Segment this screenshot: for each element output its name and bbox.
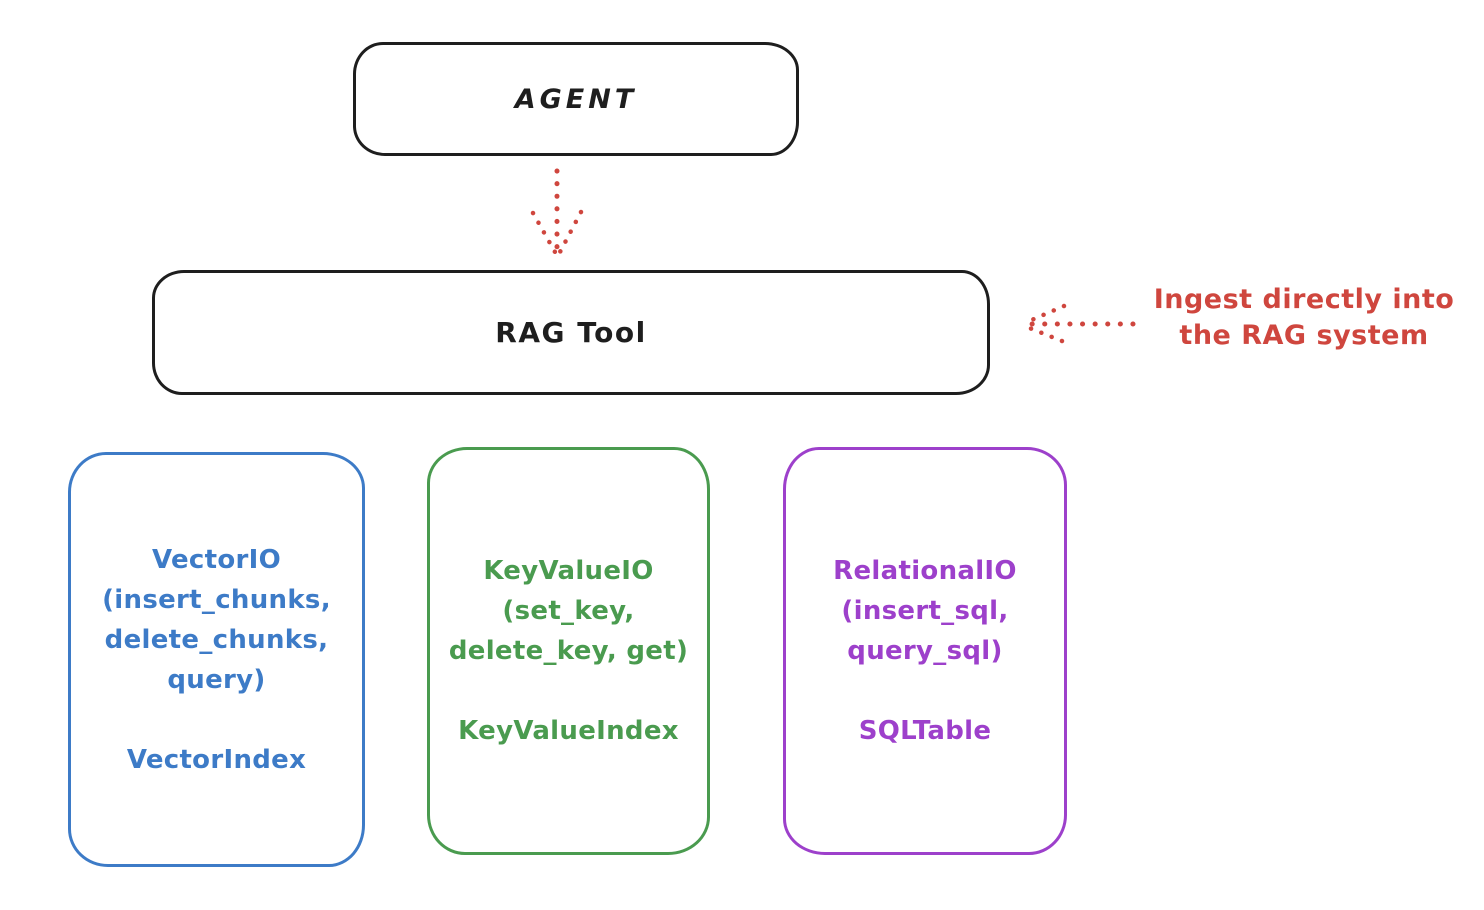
- ingest-arrow-bottom-wing: [1024, 324, 1065, 344]
- rag-tool-label: RAG Tool: [495, 316, 647, 349]
- key-value-io-index-label: KeyValueIndex: [458, 716, 679, 746]
- ingest-arrow: [1024, 303, 1136, 344]
- key-value-io-title: KeyValueIO: [483, 556, 654, 586]
- agent-label: AGENT: [514, 83, 638, 115]
- ingest-arrow-top-wing: [1024, 303, 1067, 325]
- rag-tool-node: RAG Tool: [152, 270, 990, 395]
- relational-io-methods-line-2: query_sql): [847, 636, 1003, 666]
- key-value-io-methods-line-1: (set_key,: [502, 596, 635, 626]
- relational-io-table-label: SQLTable: [858, 716, 992, 746]
- relational-io-box: RelationalIO (insert_sql, query_sql) SQL…: [783, 447, 1067, 855]
- vector-io-index-label: VectorIndex: [126, 744, 307, 775]
- agent-to-ragtool-arrow-left-wing: [530, 210, 558, 255]
- vector-io-methods-line-3: query): [167, 664, 266, 695]
- ingest-annotation: Ingest directly into the RAG system: [1136, 282, 1472, 354]
- key-value-io-methods-line-2: delete_key, get): [448, 636, 689, 666]
- vector-io-methods-line-2: delete_chunks,: [104, 624, 329, 655]
- ingest-annotation-line-1: Ingest directly into: [1153, 284, 1455, 315]
- agent-node: AGENT: [353, 42, 799, 156]
- agent-to-ragtool-arrow: [530, 168, 584, 255]
- vector-io-box: VectorIO (insert_chunks, delete_chunks, …: [68, 452, 365, 867]
- relational-io-methods-line-1: (insert_sql,: [841, 596, 1009, 626]
- agent-to-ragtool-arrow-right-wing: [557, 209, 584, 255]
- vector-io-methods-line-1: (insert_chunks,: [102, 584, 331, 615]
- key-value-io-box: KeyValueIO (set_key, delete_key, get) Ke…: [427, 447, 710, 855]
- ingest-annotation-line-2: the RAG system: [1179, 320, 1429, 351]
- vector-io-title: VectorIO: [151, 544, 282, 575]
- relational-io-title: RelationalIO: [833, 556, 1017, 586]
